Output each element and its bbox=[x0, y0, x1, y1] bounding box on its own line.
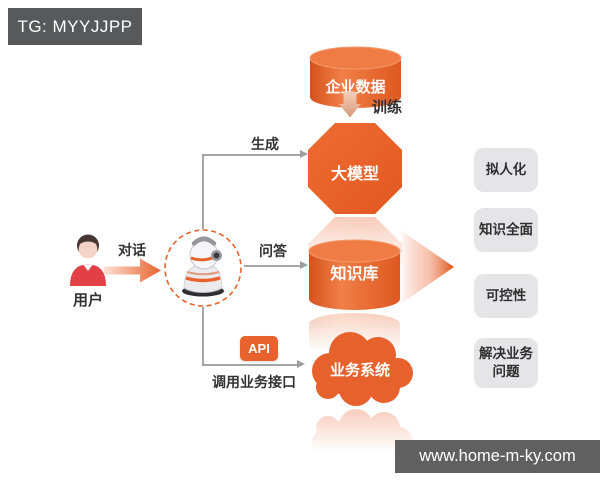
node-knowledge-base: 知识库 bbox=[308, 239, 401, 311]
node-enterprise-data: 企业数据 bbox=[309, 46, 402, 109]
connector-qa bbox=[244, 265, 301, 267]
connector-generate-vertical bbox=[202, 154, 204, 229]
robot-icon bbox=[163, 228, 243, 308]
connector-generate-horizontal bbox=[202, 154, 301, 156]
train-arrow-icon bbox=[339, 92, 361, 118]
big-arrow-icon bbox=[399, 227, 456, 307]
telegram-badge-text: TG: MYYJJPP bbox=[17, 16, 133, 36]
connector-api-horizontal bbox=[202, 364, 298, 366]
user-icon bbox=[64, 234, 112, 286]
edge-label-qa: 问答 bbox=[259, 243, 287, 259]
node-enterprise-data-label: 企业数据 bbox=[325, 79, 386, 96]
api-badge-text: API bbox=[248, 341, 270, 356]
api-arrowhead-icon bbox=[297, 360, 305, 368]
user-label: 用户 bbox=[72, 292, 103, 309]
benefit-box-comprehensive-knowledge: 知识全面 bbox=[474, 208, 538, 252]
benefit-label: 解决业务问题 bbox=[479, 345, 533, 379]
benefit-box-controllability: 可控性 bbox=[474, 274, 538, 318]
benefit-box-solve-business-problems: 解决业务问题 bbox=[474, 338, 538, 388]
node-large-model-label: 大模型 bbox=[330, 166, 379, 183]
edge-label-generate: 生成 bbox=[251, 136, 279, 152]
benefit-box-anthropomorphic: 拟人化 bbox=[474, 148, 538, 192]
edge-label-train: 训练 bbox=[371, 99, 402, 116]
website-watermark: www.home-m-ky.com bbox=[395, 440, 600, 473]
generate-arrowhead-icon bbox=[300, 150, 308, 158]
edge-label-dialog: 对话 bbox=[118, 242, 146, 258]
benefit-label: 知识全面 bbox=[479, 221, 533, 237]
connector-api-vertical bbox=[202, 307, 204, 365]
qa-arrowhead-icon bbox=[300, 261, 308, 269]
dialog-arrow-icon bbox=[104, 257, 162, 284]
edge-label-api-call: 调用业务接口 bbox=[212, 374, 296, 390]
node-business-system-label: 业务系统 bbox=[329, 362, 390, 379]
node-large-model: 大模型 bbox=[307, 122, 403, 215]
website-watermark-text: www.home-m-ky.com bbox=[419, 447, 576, 465]
node-knowledge-base-label: 知识库 bbox=[330, 266, 379, 283]
benefit-label: 拟人化 bbox=[485, 161, 527, 177]
api-badge: API bbox=[240, 336, 278, 361]
node-business-system: 业务系统 bbox=[302, 327, 418, 407]
benefit-label: 可控性 bbox=[485, 287, 527, 303]
telegram-badge: TG: MYYJJPP bbox=[8, 8, 142, 45]
